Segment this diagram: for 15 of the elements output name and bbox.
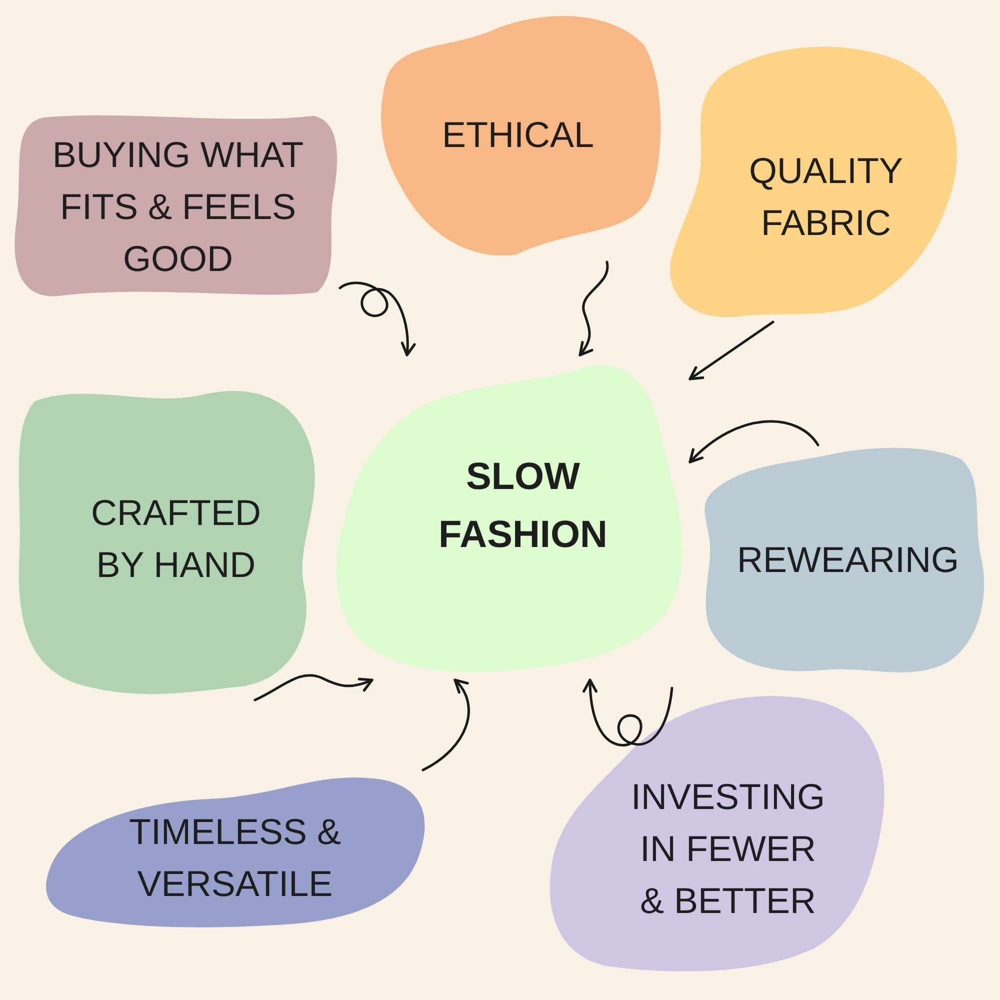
topic-label: REWEARING — [736, 538, 959, 582]
center-title: SLOW FASHION — [438, 455, 608, 558]
loop-arrow — [338, 282, 416, 356]
loop-arrow — [582, 678, 674, 746]
topic-label: ETHICAL — [442, 113, 594, 157]
topic-label: QUALITY FABRIC — [748, 149, 904, 245]
straight-arrow — [688, 320, 774, 380]
wavy-arrow — [578, 260, 609, 356]
curved-arrow — [422, 678, 470, 772]
topic-label: BUYING WHAT FITS & FEELS GOOD — [51, 133, 305, 281]
wavy-arrow — [254, 674, 374, 702]
topic-label: CRAFTED BY HAND — [90, 491, 262, 587]
topic-label: TIMELESS & VERSATILE — [128, 810, 342, 906]
curved-arrow — [688, 420, 820, 464]
topic-label: INVESTING IN FEWER & BETTER — [630, 775, 826, 923]
